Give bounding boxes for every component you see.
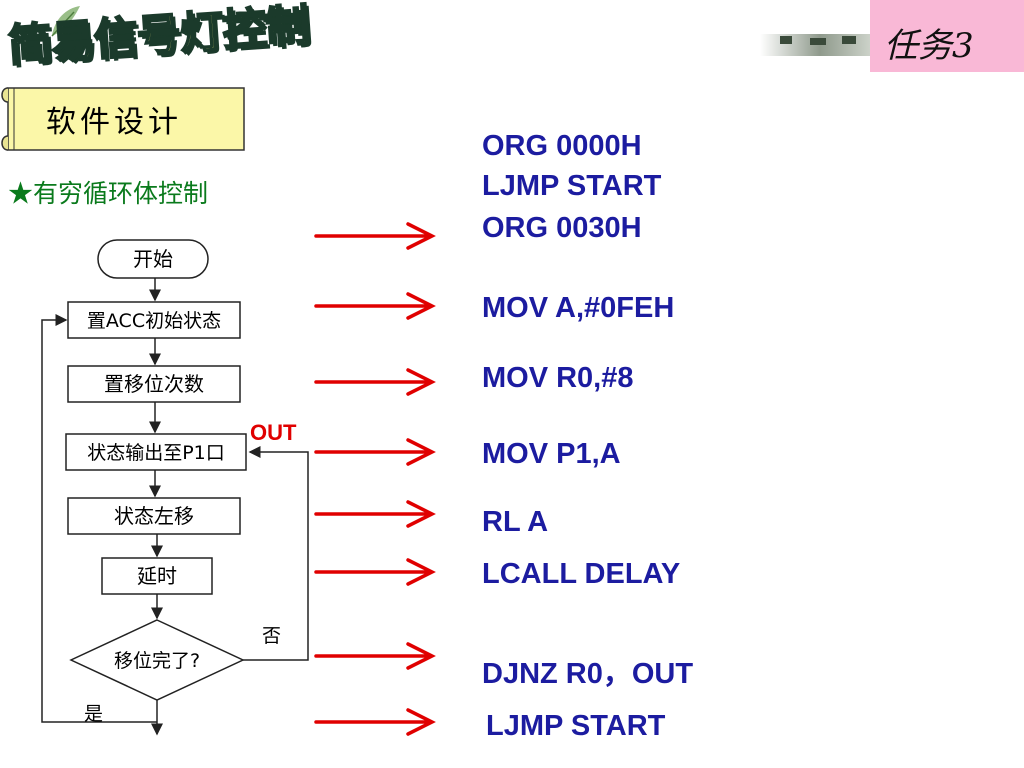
code-line-2: LJMP START xyxy=(482,170,662,202)
arrow-1 xyxy=(314,222,436,250)
arrow-6 xyxy=(314,558,436,586)
subtitle: ★有穷循环体控制 xyxy=(8,179,209,208)
leaf-icon xyxy=(51,6,80,37)
code-line-1: ORG 0000H xyxy=(482,130,642,162)
flow-step-5 xyxy=(101,557,213,595)
flow-step-3 xyxy=(65,433,247,471)
flow-decision-label: 移位完了? xyxy=(114,650,200,672)
task-tag xyxy=(870,0,1024,72)
decorative-image xyxy=(760,34,880,56)
flow-step-3-label: 状态输出至P1口 xyxy=(87,442,225,464)
arrow-2 xyxy=(314,292,436,320)
arrow-7 xyxy=(314,642,436,670)
page-title: 简易信号灯控制 xyxy=(6,0,312,73)
flowchart: 开始 置ACC初始状态 置移位次数 状态输出至P1口 状态左移 延时 移位完了?… xyxy=(41,239,309,736)
arrow-4 xyxy=(314,438,436,466)
mapping-arrows xyxy=(314,222,436,736)
flow-step-4-label: 状态左移 xyxy=(114,504,194,528)
code-line-5: MOV R0,#8 xyxy=(482,362,634,394)
arrow-3 xyxy=(314,368,436,396)
code-line-4: MOV A,#0FEH xyxy=(482,292,675,324)
flow-start-label: 开始 xyxy=(133,247,173,271)
code-line-9: DJNZ R0，OUT xyxy=(482,658,694,690)
code-line-7: RL A xyxy=(482,506,549,538)
section-label: 软件设计 xyxy=(46,105,182,140)
section-banner xyxy=(1,87,245,151)
flow-step-4 xyxy=(67,497,241,535)
code-line-10: LJMP START xyxy=(486,710,666,742)
code-line-8: LCALL DELAY xyxy=(482,558,681,590)
flow-step-1-label: 置ACC初始状态 xyxy=(87,310,221,332)
code-line-3: ORG 0030H xyxy=(482,212,642,244)
flow-yes-label: 是 xyxy=(84,703,103,725)
arrow-8 xyxy=(314,708,436,736)
code-line-6: MOV P1,A xyxy=(482,438,621,470)
out-label: OUT xyxy=(250,420,297,445)
flow-step-2-label: 置移位次数 xyxy=(104,372,204,396)
flow-step-2 xyxy=(67,365,241,403)
flow-no-label: 否 xyxy=(262,625,281,647)
task-label: 任务3 xyxy=(884,26,974,66)
flow-step-5-label: 延时 xyxy=(137,564,177,588)
arrow-5 xyxy=(314,500,436,528)
flow-start xyxy=(97,239,209,279)
flow-step-1 xyxy=(67,301,241,339)
